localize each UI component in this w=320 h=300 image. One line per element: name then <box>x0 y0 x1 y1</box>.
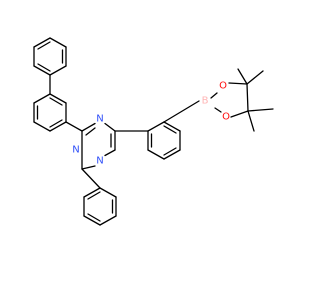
double-bond <box>87 213 101 222</box>
bond <box>104 149 116 157</box>
double-bond <box>87 191 101 200</box>
bond <box>163 121 181 132</box>
bond <box>210 92 218 99</box>
aryl-triazine-bond <box>65 121 83 132</box>
bond <box>33 93 51 104</box>
double-bond <box>163 125 177 134</box>
double-bond <box>49 97 63 106</box>
bond <box>83 215 101 226</box>
terminal-phenyl-ring <box>33 37 67 76</box>
bond <box>81 122 96 132</box>
bond <box>214 107 222 113</box>
double-bond <box>49 119 63 128</box>
bond <box>49 37 67 48</box>
bond <box>33 37 51 48</box>
lower-phenyl-ring <box>83 187 117 226</box>
phenylene-ring <box>147 121 181 160</box>
nitrogen-atom-label: N <box>96 156 103 167</box>
pinacol-boronate-group <box>210 68 274 132</box>
methyl-bond <box>237 68 248 85</box>
bond <box>49 121 67 132</box>
double-bond <box>163 147 177 156</box>
bond <box>230 110 249 118</box>
bond <box>99 187 117 198</box>
double-bond <box>85 127 96 136</box>
methyl-bond <box>247 108 274 112</box>
biphenyl-inner-ring <box>33 93 67 132</box>
bond <box>33 121 51 132</box>
bond <box>83 187 101 198</box>
bond <box>246 83 249 112</box>
methyl-bond <box>246 70 264 85</box>
triazine-phenyl-bond <box>81 168 101 189</box>
bond <box>81 165 96 170</box>
bond <box>33 65 51 76</box>
nitrogen-atom-label: N <box>96 114 103 125</box>
bond <box>49 65 67 76</box>
oxygen-atom-label: O <box>222 112 230 123</box>
bond <box>163 149 181 160</box>
boron-atom-label: B <box>202 96 209 107</box>
oxygen-atom-label: O <box>219 81 227 92</box>
triazine-ring <box>81 122 116 170</box>
bond <box>104 122 116 132</box>
molecule-diagram: N N N B O O <box>33 37 274 226</box>
bond <box>228 82 248 85</box>
bond <box>99 215 117 226</box>
bond <box>147 121 165 132</box>
double-bond <box>37 63 51 72</box>
bond <box>147 149 165 160</box>
double-bond <box>37 41 51 50</box>
methyl-bond <box>247 110 255 132</box>
nitrogen-atom-label: N <box>72 145 79 156</box>
phenylene-boron-bond <box>163 100 200 123</box>
bond <box>49 93 67 104</box>
